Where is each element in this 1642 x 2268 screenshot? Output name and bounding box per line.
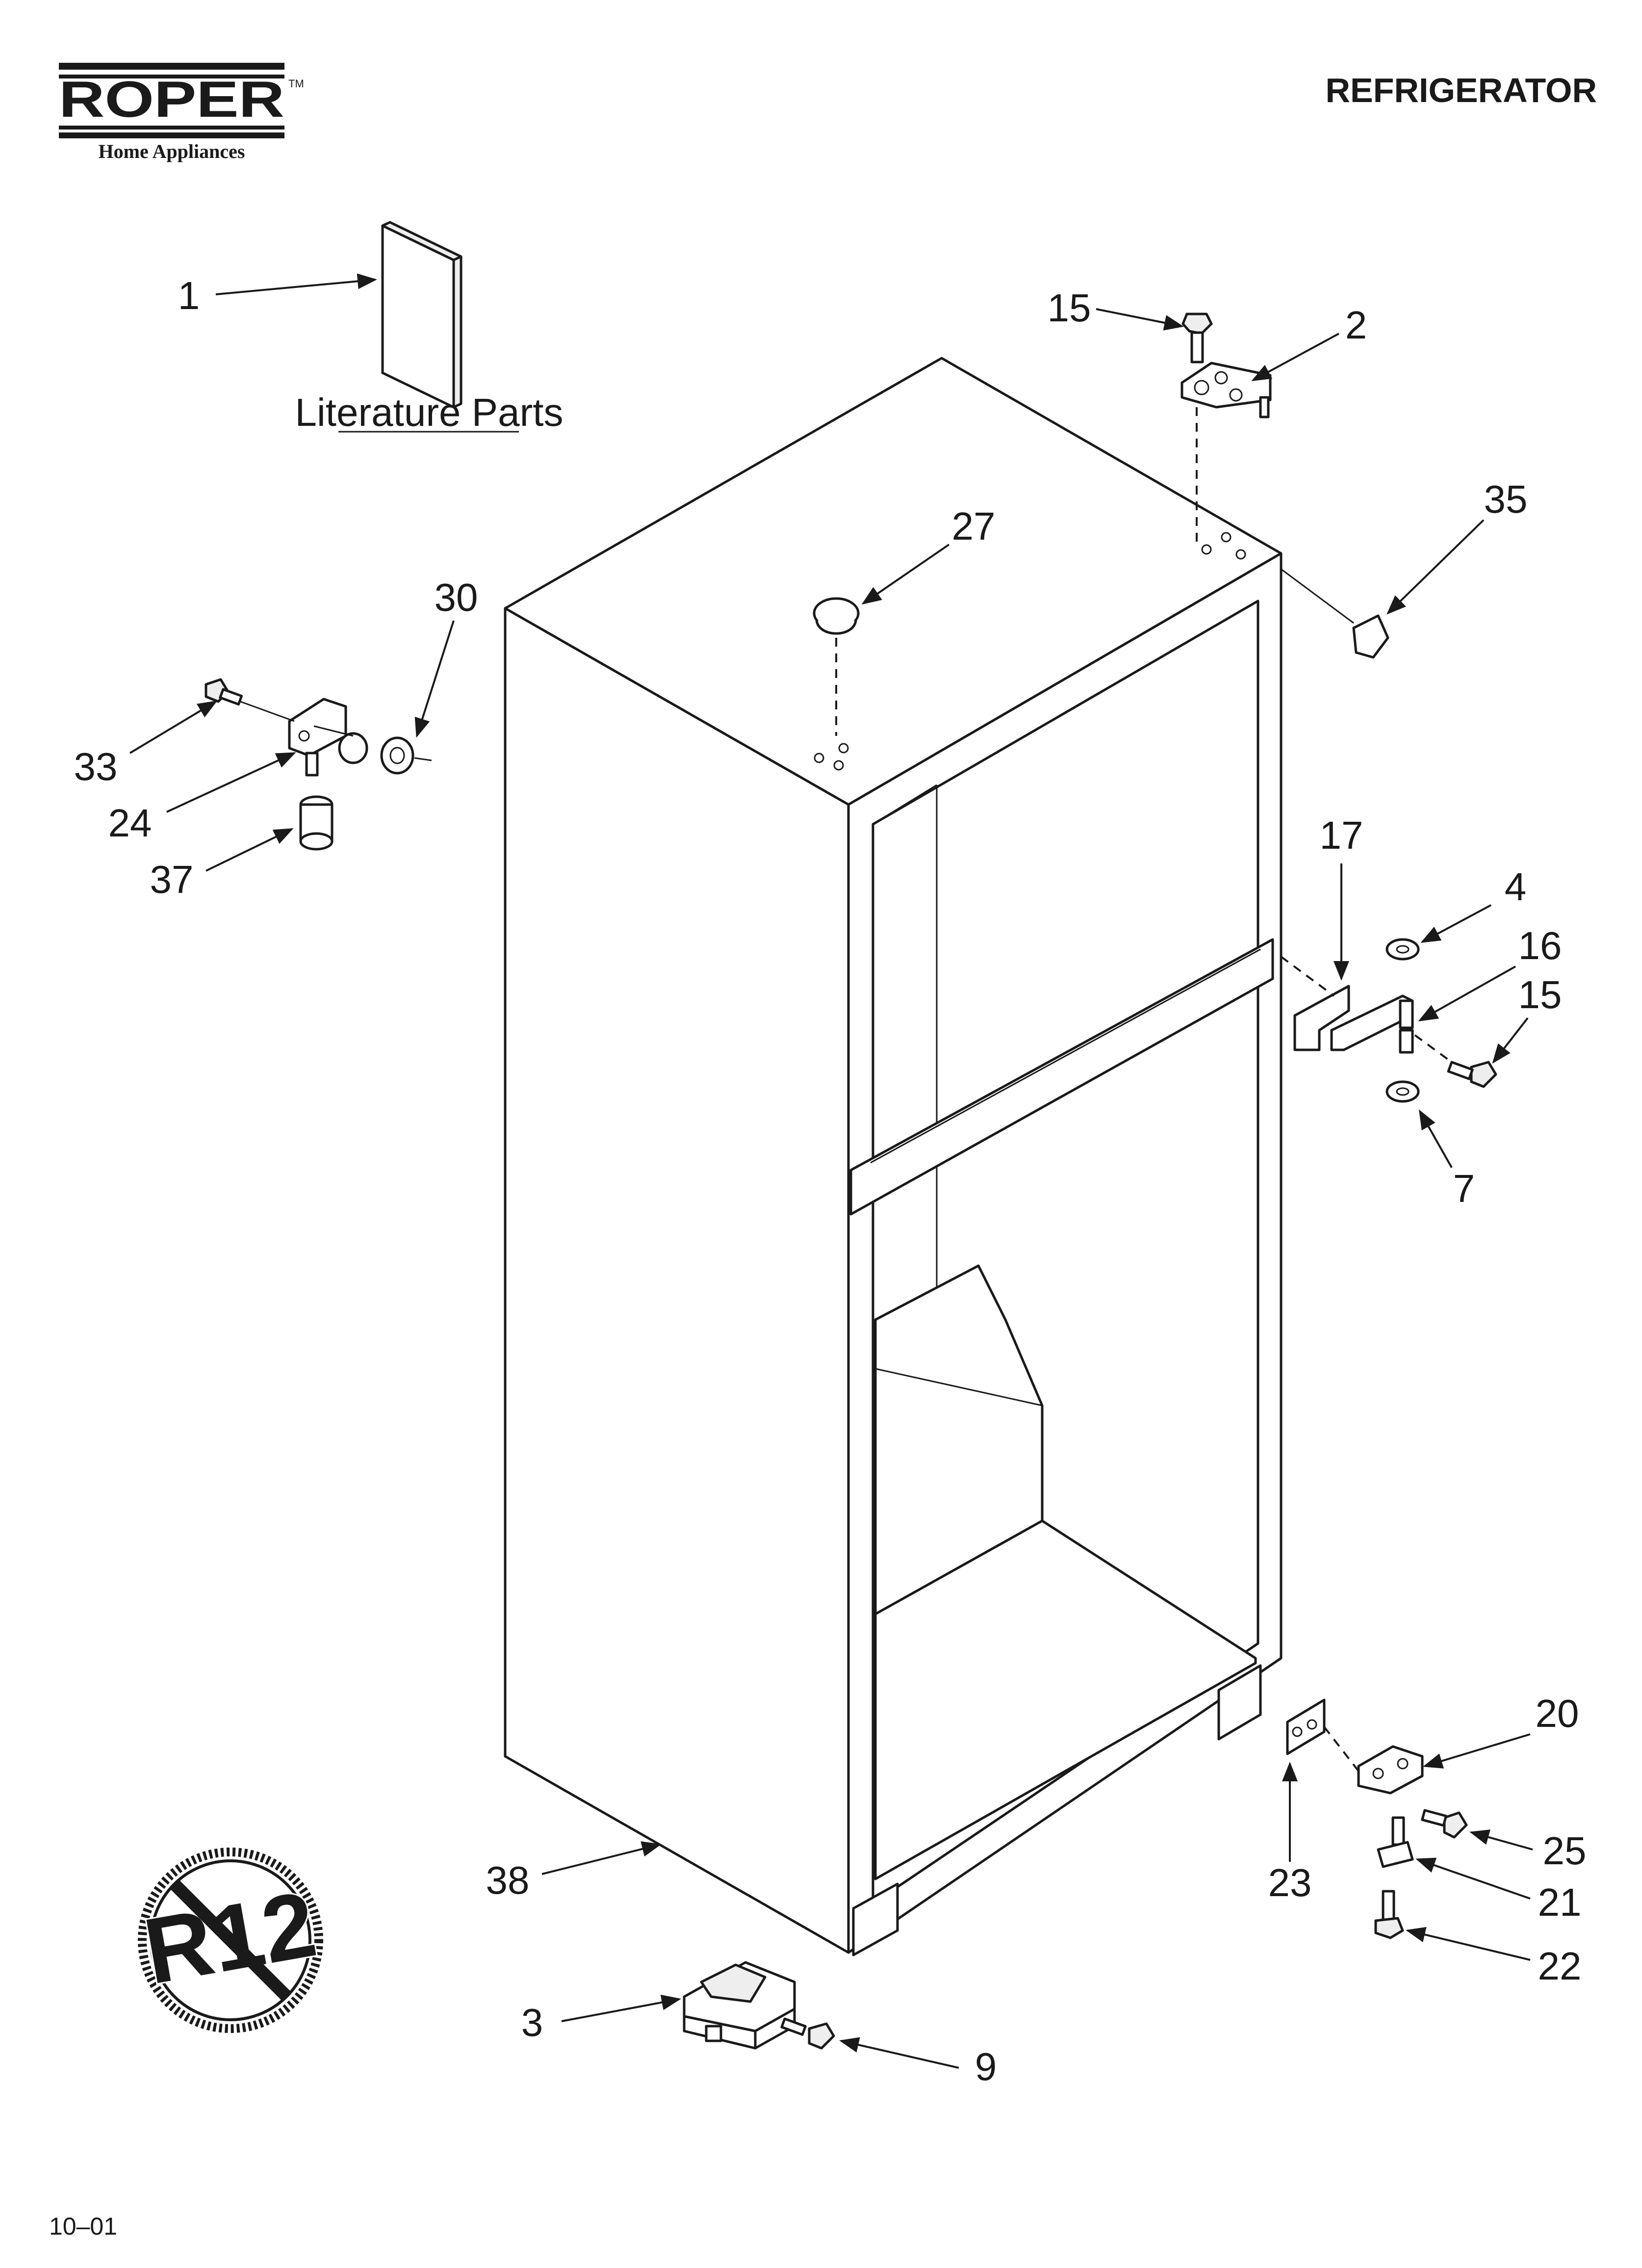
svg-text:15: 15 xyxy=(1048,286,1091,330)
brand-tm: TM xyxy=(288,78,304,90)
callout-15-center: 15 xyxy=(1492,973,1562,1064)
svg-text:2: 2 xyxy=(1345,303,1367,347)
hinge-screw-22 xyxy=(1374,1890,1404,1939)
callout-3: 3 xyxy=(521,1994,681,2044)
top-hinge xyxy=(1180,362,1272,418)
svg-text:20: 20 xyxy=(1536,1692,1579,1735)
svg-text:30: 30 xyxy=(435,575,478,619)
callout-15-top: 15 xyxy=(1048,286,1184,331)
svg-text:22: 22 xyxy=(1538,1944,1582,1988)
hinge-bushing-30 xyxy=(380,736,414,775)
callout-17: 17 xyxy=(1320,813,1363,981)
hinge-washer-4 xyxy=(1385,938,1420,961)
svg-text:21: 21 xyxy=(1538,1880,1582,1924)
roller-assembly xyxy=(683,1961,796,2050)
center-hinge xyxy=(1293,985,1414,1054)
hinge-screw-bottom xyxy=(1421,1809,1468,1839)
callout-16: 16 xyxy=(1418,924,1562,1021)
callout-33: 33 xyxy=(74,700,218,788)
callout-24: 24 xyxy=(108,752,296,845)
spacer-37 xyxy=(299,795,334,851)
hinge-screw-left xyxy=(205,678,243,706)
page-title: REFRIGERATOR xyxy=(1325,71,1597,109)
callout-37: 37 xyxy=(150,828,294,901)
literature-parts-booklet xyxy=(381,221,462,409)
svg-text:38: 38 xyxy=(486,1858,530,1902)
hole-plug xyxy=(813,597,860,635)
door-stop xyxy=(1352,614,1389,659)
callout-27: 27 xyxy=(861,504,996,605)
callout-7: 7 xyxy=(1419,1109,1475,1210)
svg-text:23: 23 xyxy=(1268,1861,1312,1904)
hinge-screw-top xyxy=(1181,313,1213,364)
literature-parts-label: Literature Parts xyxy=(295,391,564,434)
hinge-screw-center xyxy=(1447,1061,1497,1088)
callout-30: 30 xyxy=(414,575,478,738)
svg-text:33: 33 xyxy=(74,745,118,788)
svg-text:37: 37 xyxy=(150,858,194,901)
bottom-hinge xyxy=(1357,1745,1424,1795)
callout-23: 23 xyxy=(1268,1762,1312,1904)
callout-1: 1 xyxy=(178,273,377,317)
brand-name: ROPER xyxy=(59,71,284,128)
hinge-pin-21 xyxy=(1377,1816,1414,1868)
svg-text:3: 3 xyxy=(521,2001,543,2044)
callout-4: 4 xyxy=(1420,865,1527,943)
svg-text:25: 25 xyxy=(1543,1829,1587,1873)
bottom-hinge-shim xyxy=(1286,1698,1326,1755)
svg-text:7: 7 xyxy=(1453,1167,1475,1210)
svg-text:17: 17 xyxy=(1320,813,1363,857)
footer-code: 10–01 xyxy=(49,2213,117,2240)
callout-35: 35 xyxy=(1386,477,1528,615)
svg-text:15: 15 xyxy=(1518,973,1562,1017)
cabinet-hinge-pin xyxy=(288,698,368,777)
svg-text:24: 24 xyxy=(108,801,152,845)
no-r12-symbol: R12 xyxy=(135,1848,325,2033)
svg-text:4: 4 xyxy=(1505,865,1527,909)
callout-22: 22 xyxy=(1406,1927,1582,1988)
roller-screw xyxy=(780,2017,835,2050)
callout-25: 25 xyxy=(1469,1829,1587,1873)
callout-9: 9 xyxy=(839,2037,997,2088)
callout-21: 21 xyxy=(1415,1857,1582,1924)
svg-text:35: 35 xyxy=(1484,477,1528,521)
svg-text:27: 27 xyxy=(952,504,996,548)
brand-tagline: Home Appliances xyxy=(99,140,245,162)
hinge-washer-7 xyxy=(1385,1080,1420,1103)
callout-38: 38 xyxy=(486,1841,662,1902)
svg-text:16: 16 xyxy=(1518,924,1562,967)
callout-20: 20 xyxy=(1423,1692,1579,1769)
svg-text:1: 1 xyxy=(178,274,200,317)
callout-2: 2 xyxy=(1251,303,1367,381)
refrigerator-cabinet xyxy=(504,357,1283,1956)
svg-text:9: 9 xyxy=(975,2045,997,2088)
roper-logo: ROPER TM Home Appliances xyxy=(59,63,304,162)
